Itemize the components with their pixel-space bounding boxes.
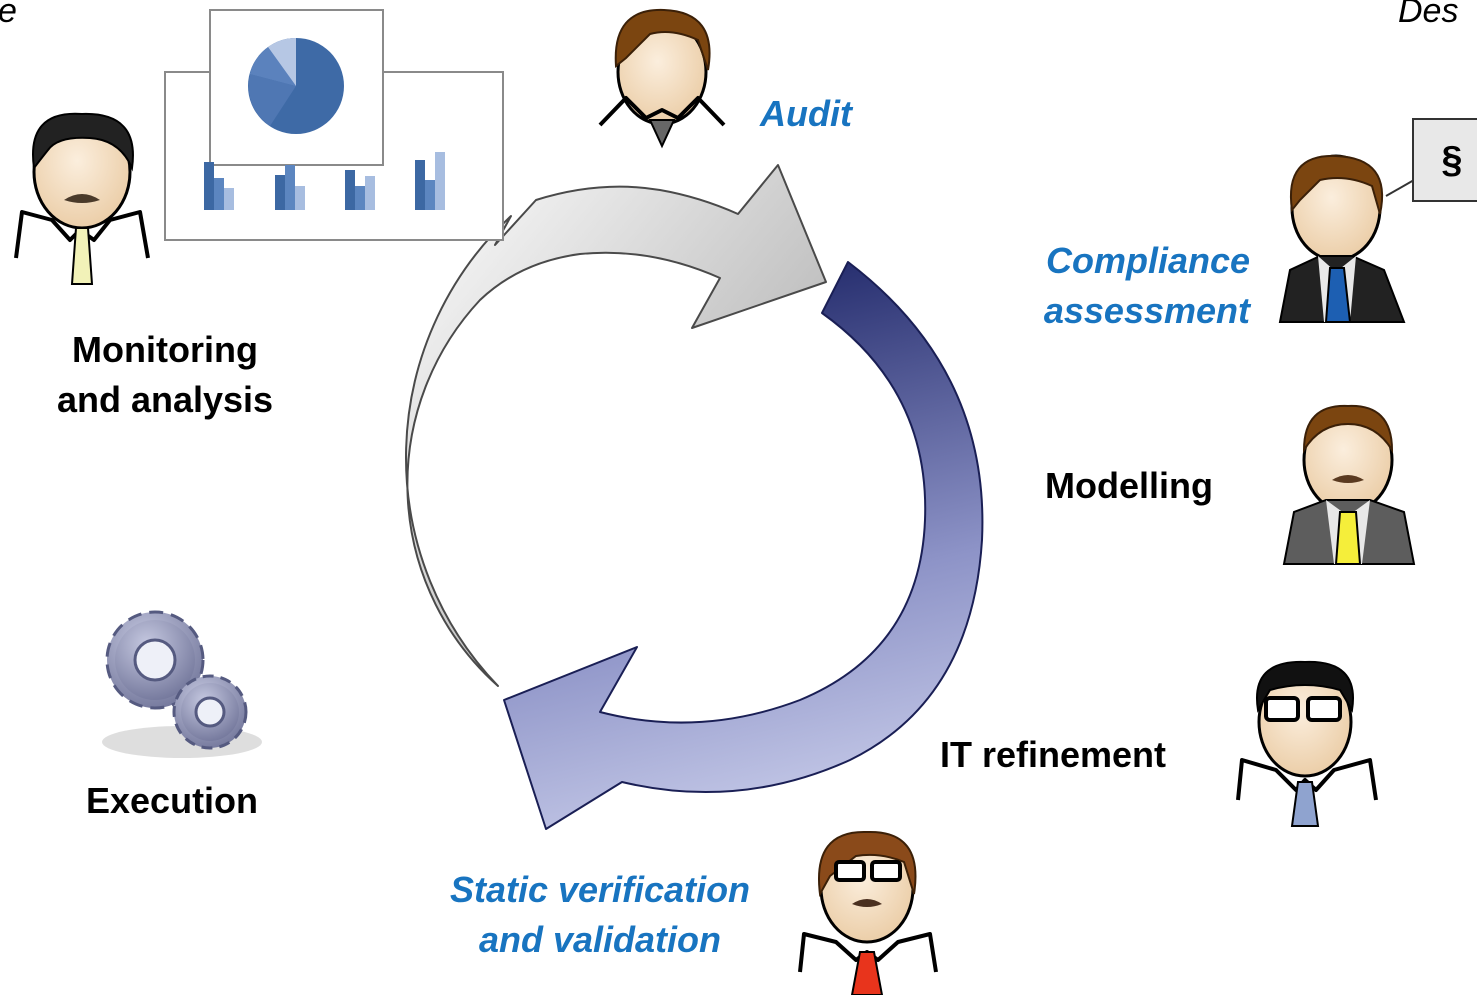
paragraph-symbol-bubble: § xyxy=(1412,118,1477,202)
person-icon xyxy=(1282,404,1416,565)
corner-text-right: Des xyxy=(1398,0,1459,30)
compliance-label-line2: assessment xyxy=(1043,290,1250,331)
compliance-label-line1: Compliance xyxy=(1045,240,1250,281)
person-icon xyxy=(1236,660,1378,827)
person-icon xyxy=(598,8,726,149)
person-icon xyxy=(798,830,938,995)
grey-cycle-arrow xyxy=(405,164,827,687)
monitoring-label-line1: Monitoring xyxy=(72,329,258,370)
corner-text-left: e xyxy=(0,0,17,31)
static-label-line1: Static verification xyxy=(449,869,751,910)
audit-label: Audit xyxy=(760,93,852,134)
chart-panels xyxy=(164,9,504,241)
it-refinement-label: IT refinement xyxy=(940,734,1167,775)
monitoring-label-line2: and analysis xyxy=(56,379,274,420)
compliance-label: Compliance assessment xyxy=(960,236,1250,336)
pie-chart-icon xyxy=(248,38,344,134)
bar-chart-icon xyxy=(204,152,445,210)
cycle-arrow-icon xyxy=(405,164,984,830)
gears-icon xyxy=(102,610,262,758)
navy-cycle-arrow xyxy=(503,261,984,830)
monitoring-label: Monitoring and analysis xyxy=(20,325,310,425)
person-icon xyxy=(14,112,150,285)
static-label-line2: and validation xyxy=(478,919,722,960)
modelling-label: Modelling xyxy=(1045,465,1213,506)
person-icon xyxy=(1278,154,1415,323)
execution-label: Execution xyxy=(86,780,259,821)
static-verification-label: Static verification and validation xyxy=(420,865,780,965)
